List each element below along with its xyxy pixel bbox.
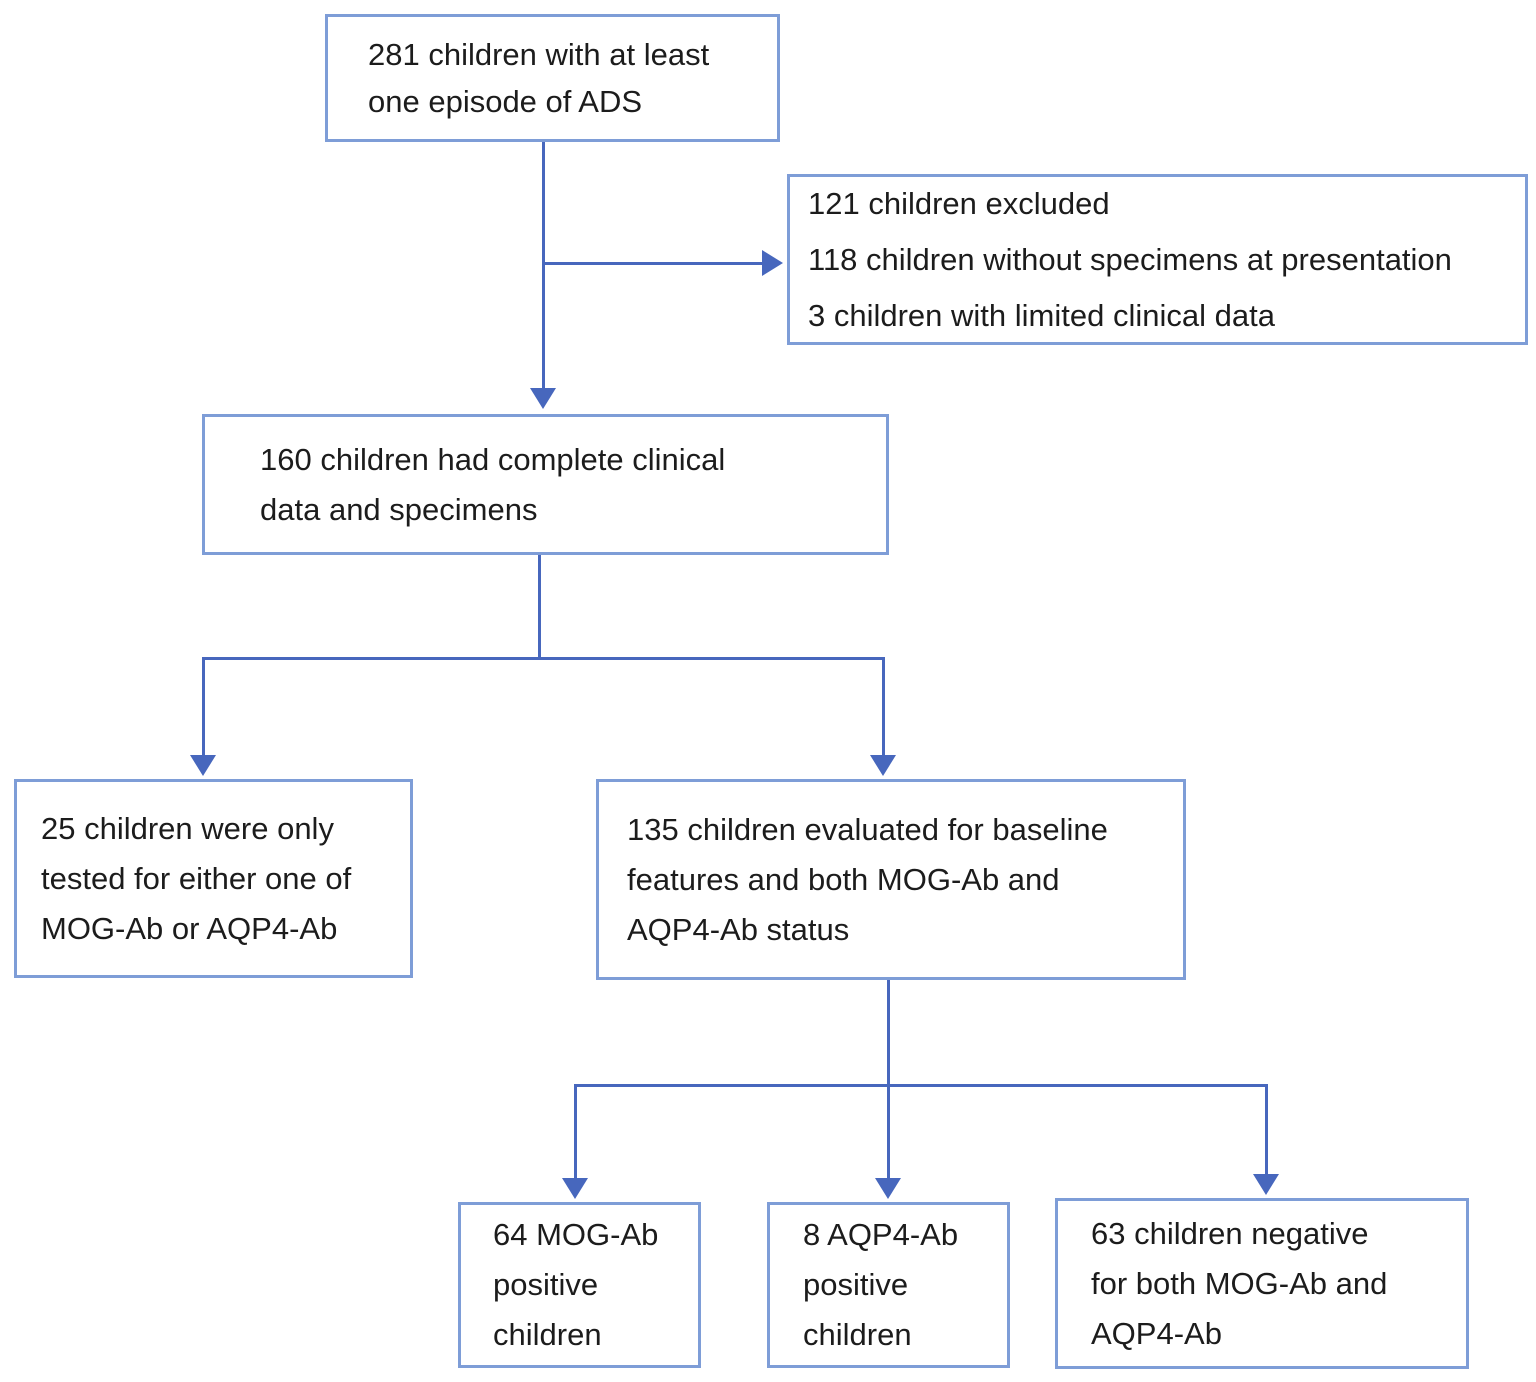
connector-drop-negative bbox=[1265, 1084, 1268, 1176]
node-text-line: 8 AQP4-Ab bbox=[803, 1217, 959, 1252]
connector-drop-mog bbox=[574, 1084, 577, 1180]
arrow-down-icon bbox=[870, 755, 896, 776]
connector-drop-one-test bbox=[202, 657, 205, 757]
node-aqp4-positive: 8 AQP4-Ab positive children bbox=[767, 1202, 1010, 1368]
node-double-negative: 63 children negative for both MOG-Ab and… bbox=[1055, 1198, 1469, 1369]
node-text-line: data and specimens bbox=[260, 491, 538, 527]
node-mog-positive: 64 MOG-Ab positive children bbox=[458, 1202, 701, 1368]
node-text-line: AQP4-Ab status bbox=[627, 911, 850, 947]
arrow-down-icon bbox=[1253, 1174, 1279, 1195]
node-text-line: 118 children without specimens at presen… bbox=[808, 241, 1452, 277]
node-text-line: AQP4-Ab bbox=[1091, 1315, 1222, 1351]
node-text-line: 63 children negative bbox=[1091, 1215, 1369, 1251]
connector-evaluated-stem bbox=[887, 980, 890, 1180]
node-text-line: 64 MOG-Ab bbox=[493, 1217, 659, 1252]
connector-split-two bbox=[202, 657, 885, 660]
node-text-line: 281 children with at least bbox=[368, 37, 710, 72]
node-text-line: tested for either one of bbox=[41, 860, 352, 896]
node-text-line: children bbox=[493, 1317, 602, 1352]
node-complete-data: 160 children had complete clinical data … bbox=[202, 414, 889, 555]
node-text-line: children bbox=[803, 1317, 912, 1352]
node-text-line: features and both MOG-Ab and bbox=[627, 861, 1060, 897]
node-evaluated-both-antibodies: 135 children evaluated for baseline feat… bbox=[596, 779, 1186, 980]
arrow-down-icon bbox=[190, 755, 216, 776]
node-text-line: positive bbox=[803, 1267, 909, 1302]
connector-branch-to-excluded bbox=[542, 262, 762, 265]
node-text-line: positive bbox=[493, 1267, 599, 1302]
arrow-down-icon bbox=[875, 1178, 901, 1199]
arrow-right-icon bbox=[762, 250, 783, 276]
node-text-line: MOG-Ab or AQP4-Ab bbox=[41, 910, 338, 946]
arrow-down-icon bbox=[562, 1178, 588, 1199]
node-text-line: 3 children with limited clinical data bbox=[808, 297, 1275, 333]
arrow-down-icon bbox=[530, 388, 556, 409]
connector-split-three bbox=[574, 1084, 1268, 1087]
node-text-line: 135 children evaluated for baseline bbox=[627, 811, 1108, 847]
connector-drop-evaluated bbox=[882, 657, 885, 757]
connector-ads-to-complete bbox=[542, 142, 545, 390]
node-excluded-children: 121 children excluded 118 children witho… bbox=[787, 174, 1528, 345]
connector-complete-stem bbox=[538, 555, 541, 660]
node-text-line: 160 children had complete clinical bbox=[260, 441, 726, 477]
node-text-line: 121 children excluded bbox=[808, 185, 1110, 221]
node-only-one-antibody-tested: 25 children were only tested for either … bbox=[14, 779, 413, 978]
node-ads-children: 281 children with at least one episode o… bbox=[325, 14, 780, 142]
node-text-line: 25 children were only bbox=[41, 810, 334, 846]
node-text-line: for both MOG-Ab and bbox=[1091, 1265, 1388, 1301]
node-text-line: one episode of ADS bbox=[368, 84, 643, 119]
